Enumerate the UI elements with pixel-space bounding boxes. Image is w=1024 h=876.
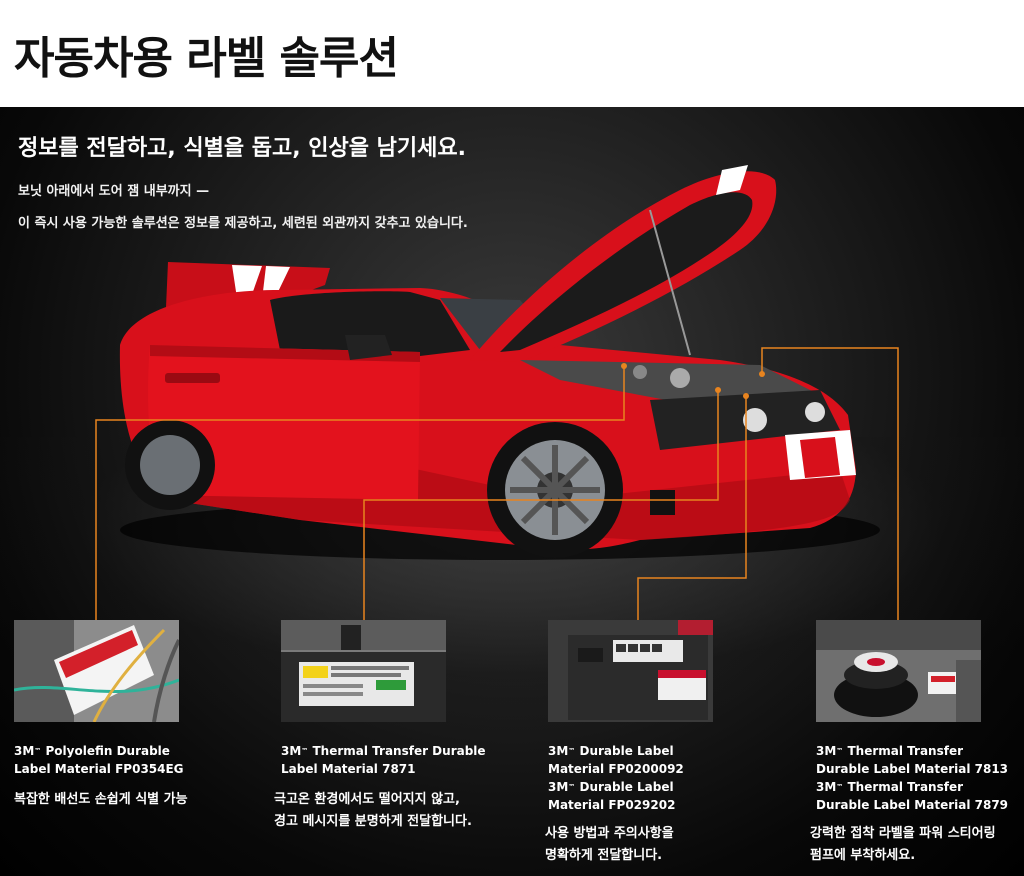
power-steering-cap-photo bbox=[816, 620, 981, 722]
page-title: 자동차용 라벨 솔루션 bbox=[14, 33, 399, 84]
product-desc-1: 복잡한 배선도 손쉽게 식별 가능 bbox=[14, 792, 188, 807]
hero-headline: 정보를 전달하고, 식별을 돕고, 인상을 남기세요. bbox=[18, 136, 466, 161]
product-name-4: 3M™ Thermal Transfer Durable Label Mater… bbox=[816, 744, 1009, 812]
hero-subline-1: 보닛 아래에서 도어 잼 내부까지 — bbox=[18, 184, 210, 199]
battery-label-photo bbox=[548, 620, 713, 722]
red-sports-car-image bbox=[119, 165, 880, 560]
engine-warning-plate-photo bbox=[281, 620, 446, 722]
product-name-2: 3M™ Thermal Transfer Durable Label Mater… bbox=[281, 744, 486, 776]
product-name-3: 3M™ Durable Label Material FP0200092 3M™… bbox=[548, 744, 684, 812]
product-name-1: 3M™ Polyolefin Durable Label Material FP… bbox=[14, 744, 184, 776]
wiring-warning-label-photo bbox=[14, 620, 179, 722]
product-desc-2: 극고온 환경에서도 떨어지지 않고,경고 메시지를 분명하게 전달합니다. bbox=[274, 792, 472, 829]
hero-subline-2: 이 즉시 사용 가능한 솔루션은 정보를 제공하고, 세련된 외관까지 갖추고 … bbox=[18, 216, 468, 231]
